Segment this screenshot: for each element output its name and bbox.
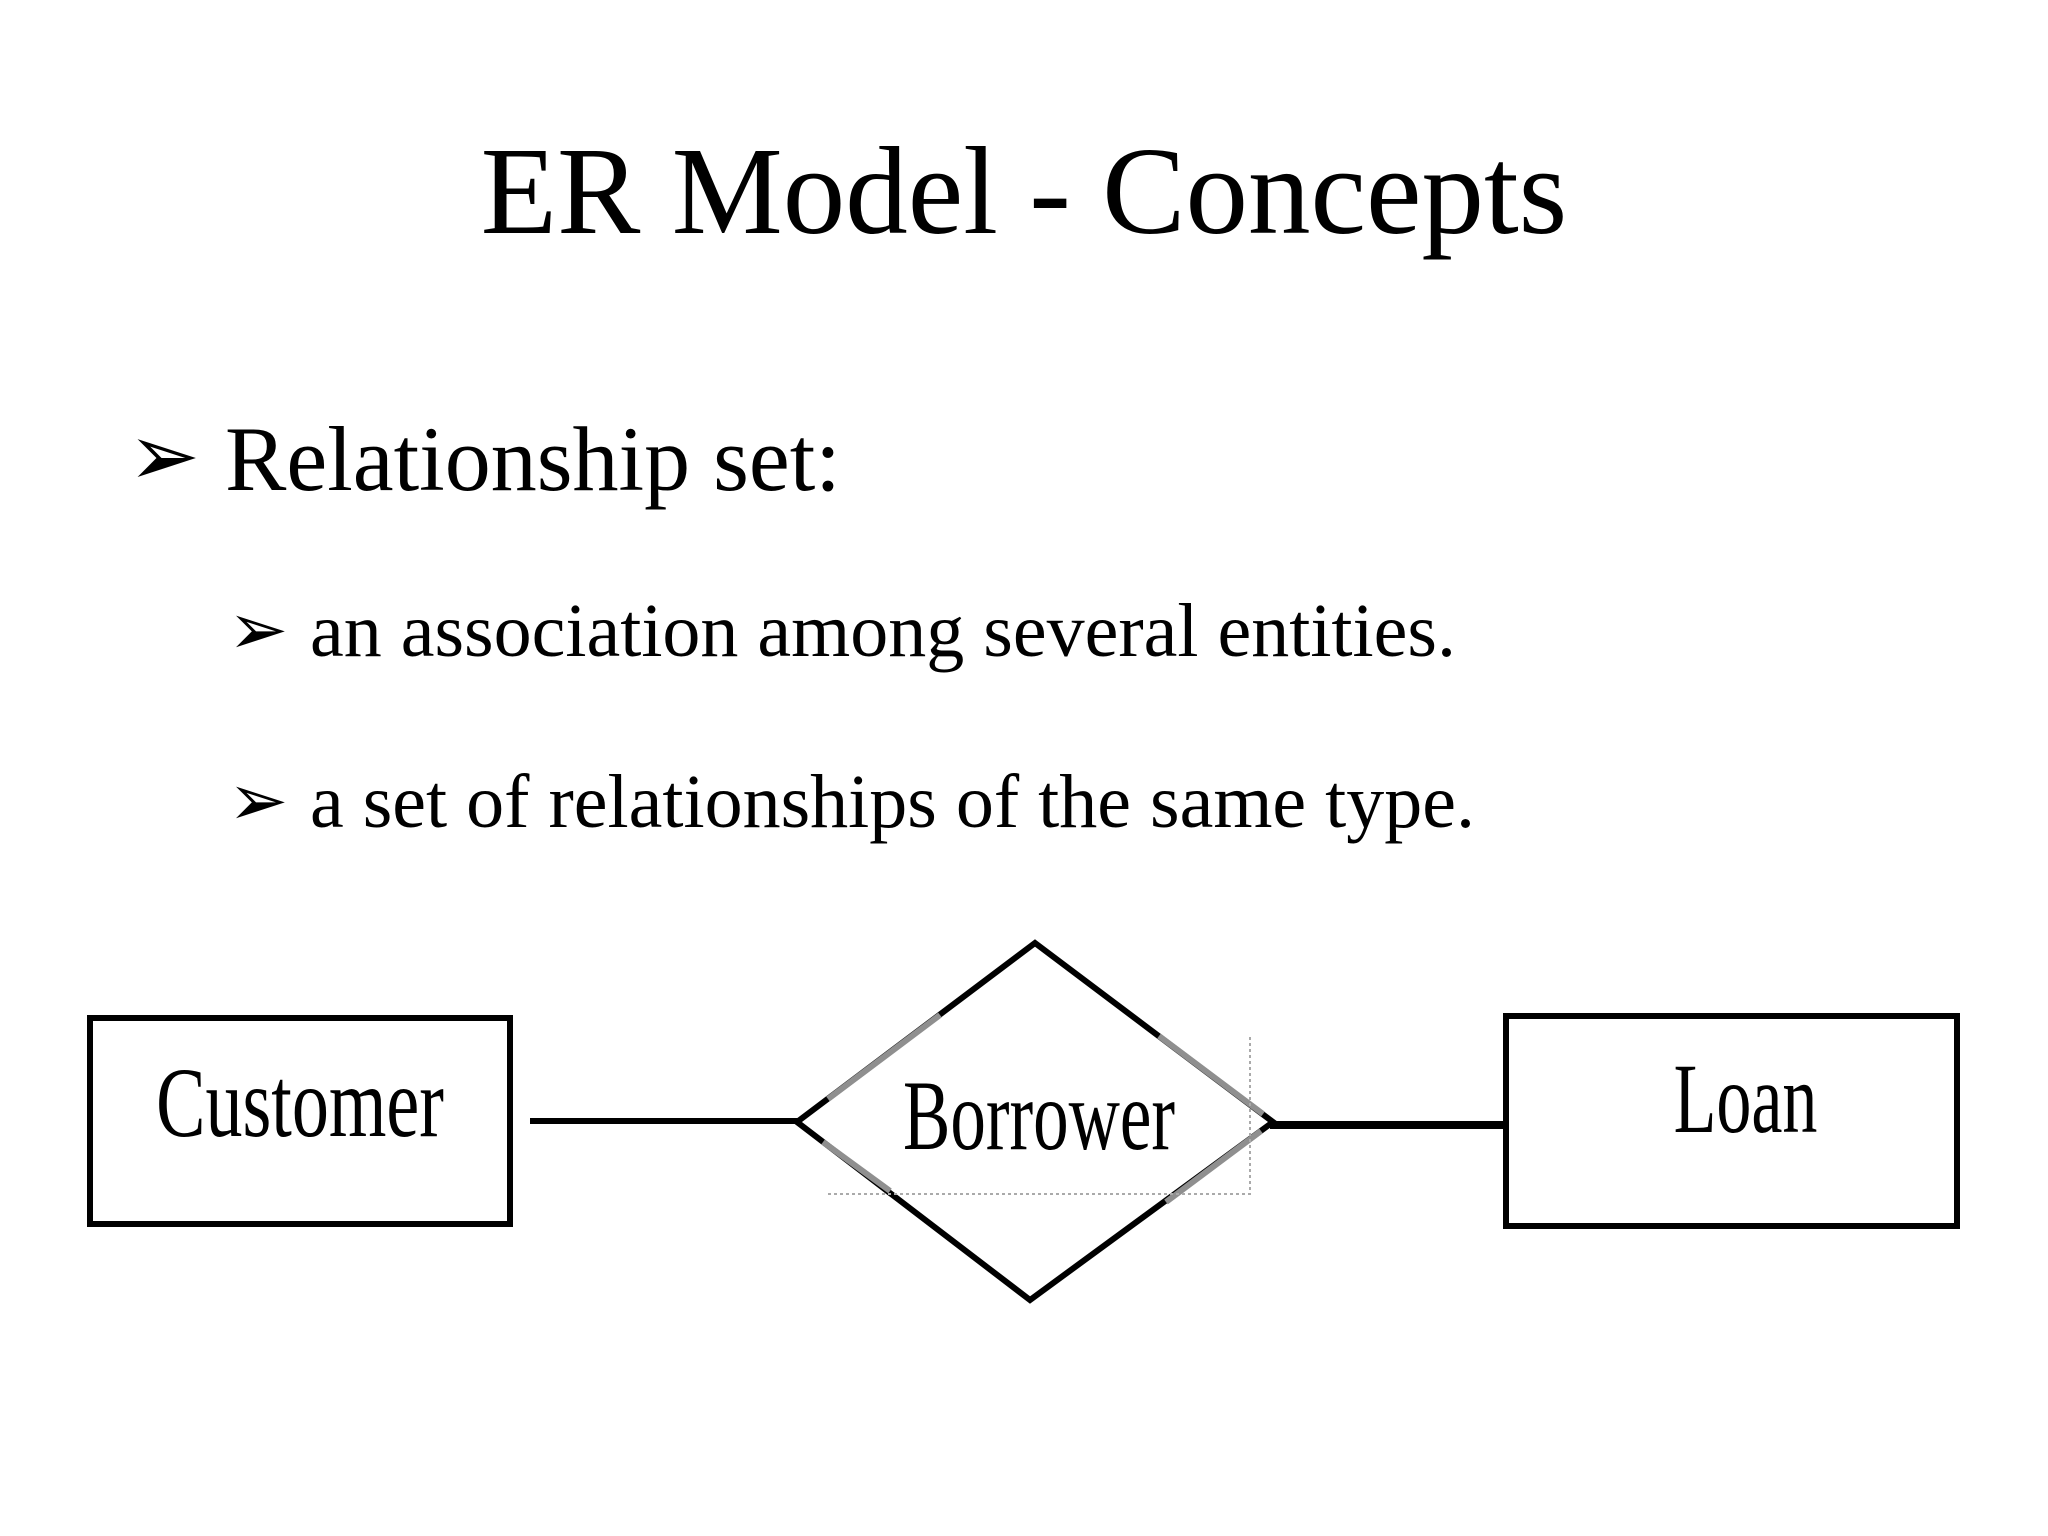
arrow-bullet-icon: ➢ <box>228 587 289 671</box>
arrow-bullet-icon: ➢ <box>128 406 201 506</box>
diamond-ghost-edges <box>821 1012 1265 1205</box>
bullet-text: an association among several entities. <box>310 589 1456 673</box>
borrower-textbox-outline <box>828 1036 1251 1195</box>
entity-label-loan: Loan <box>1673 1043 1818 1154</box>
bullet-text: Relationship set: <box>225 408 841 510</box>
slide-title: ER Model - Concepts <box>480 123 1568 261</box>
entity-box-loan <box>1503 1013 1960 1229</box>
bullet-text: a set of relationships of the same type. <box>310 760 1476 844</box>
relationship-label-borrower: Borrower <box>902 1060 1176 1171</box>
entity-label-customer: Customer <box>156 1047 444 1158</box>
arrow-bullet-icon: ➢ <box>228 758 289 842</box>
entity-box-customer <box>87 1015 513 1227</box>
